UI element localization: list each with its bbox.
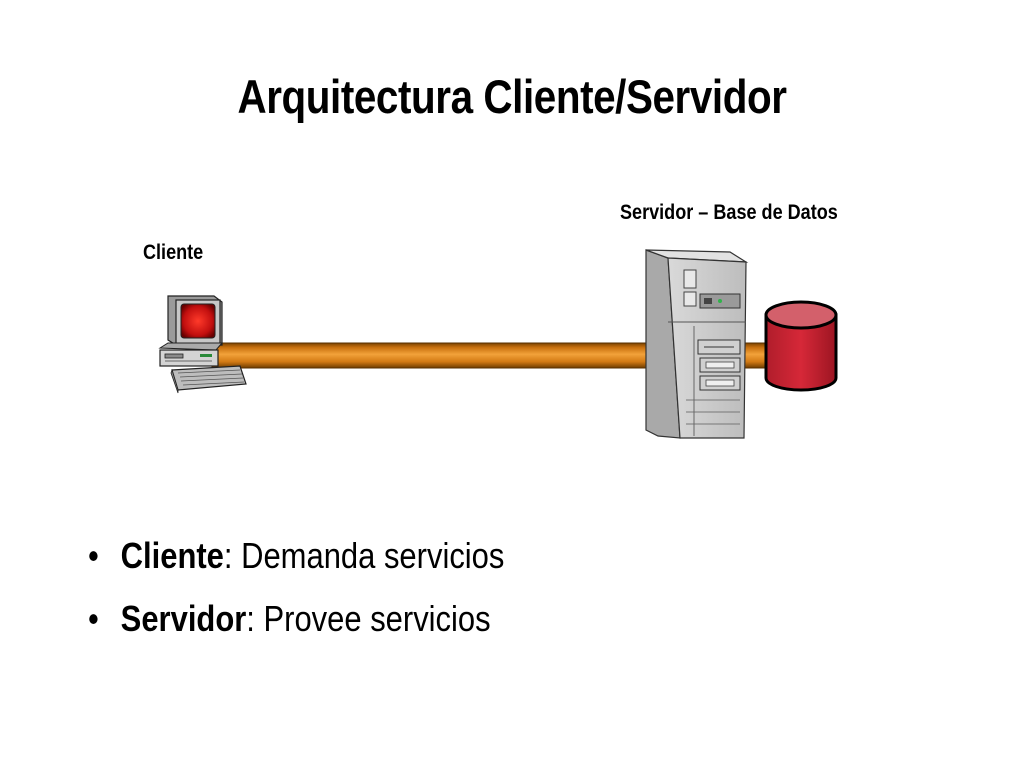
bullet-marker: •	[88, 535, 99, 576]
slide-title: Arquitectura Cliente/Servidor	[237, 70, 787, 123]
bullet-text: : Demanda servicios	[223, 535, 505, 576]
client-label: Cliente	[143, 241, 204, 264]
bullet-marker: •	[88, 598, 99, 639]
bullet-term: Cliente	[120, 535, 224, 576]
server-label: Servidor – Base de Datos	[620, 201, 838, 224]
desktop-computer-icon	[158, 295, 247, 394]
database-cylinder-icon	[764, 300, 838, 392]
bullet-list: • Cliente: Demanda servicios • Servidor: P…	[88, 524, 572, 650]
bullet-term: Servidor	[120, 598, 247, 639]
bullet-text: : Provee servicios	[246, 598, 491, 639]
bullet-item-client: • Cliente: Demanda servicios	[88, 524, 504, 587]
bullet-item-server: • Servidor: Provee servicios	[88, 587, 504, 650]
tower-server-icon	[645, 249, 749, 439]
